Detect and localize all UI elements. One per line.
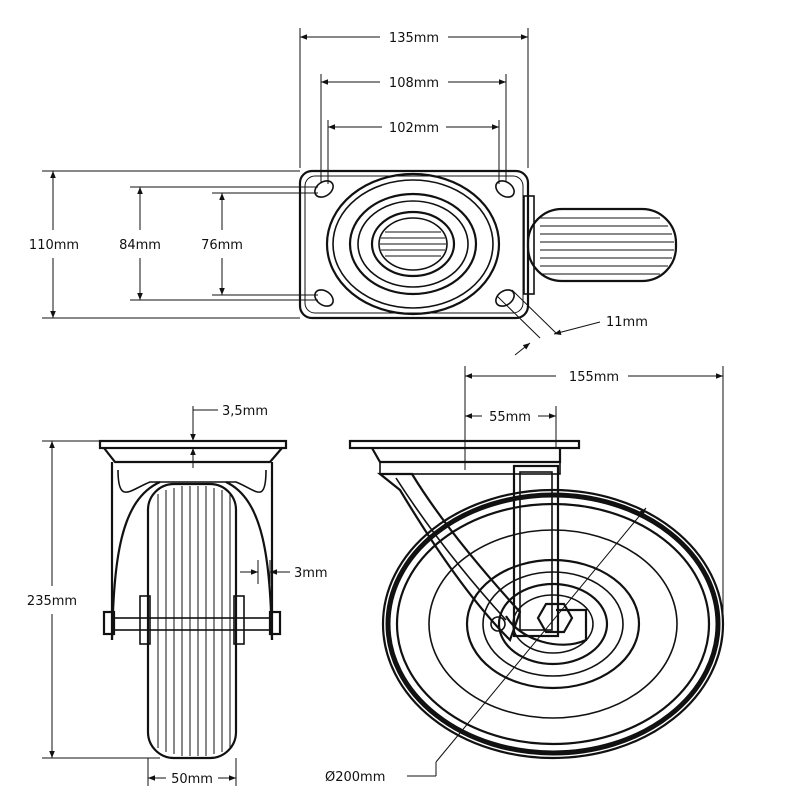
dim-offset: 55mm [465, 406, 557, 448]
dim-wheel-width: 50mm [147, 758, 237, 787]
dim-label-hole-vertical-inner: 76mm [201, 238, 243, 253]
swivel-race [325, 172, 501, 316]
dim-plate-width: 135mm [299, 28, 529, 168]
front-mounting-plate [98, 439, 288, 450]
front-view: 3,5mm 3mm 235mm 50mm [27, 404, 328, 787]
dim-label-hole-inner: 102mm [389, 121, 439, 136]
dim-hole-outer: 108mm [320, 74, 507, 182]
dim-label-hole-diameter: 11mm [606, 315, 648, 330]
dim-label-hole-vertical-outer: 84mm [119, 238, 161, 253]
dim-plate-height: 110mm [29, 170, 300, 319]
side-axle-nut [536, 602, 574, 634]
top-view: 135mm 108mm 102mm 110mm [29, 28, 678, 356]
dim-hole-vertical-inner: 76mm [201, 192, 318, 296]
dim-label-plate-height: 110mm [29, 238, 79, 253]
dim-label-plate-width: 135mm [389, 31, 439, 46]
dim-label-hole-outer: 108mm [389, 76, 439, 91]
side-fork-arm [376, 472, 522, 643]
side-fork-bracket [512, 464, 560, 638]
dim-wheel-diameter: Ø200mm [325, 507, 647, 785]
dim-label-plate-thickness: 3,5mm [222, 404, 268, 419]
dim-hole-vertical-outer: 84mm [119, 186, 318, 301]
front-wheel [146, 482, 238, 760]
dim-label-total-length: 155mm [569, 370, 619, 385]
bolt-holes [314, 180, 515, 307]
dim-hole-inner: 102mm [327, 120, 500, 184]
dim-total-height: 235mm [27, 440, 160, 759]
dim-fork-thickness: 3mm [240, 560, 328, 584]
dim-label-total-height: 235mm [27, 594, 77, 609]
dim-hole-diameter: 11mm [496, 289, 648, 356]
dim-label-wheel-width: 50mm [171, 772, 213, 787]
dim-label-offset: 55mm [489, 410, 531, 425]
side-view: 155mm 55mm Ø200mm [325, 366, 725, 785]
side-wheel [381, 488, 725, 760]
wheel-top [523, 195, 678, 295]
dim-label-wheel-diameter: Ø200mm [325, 770, 385, 785]
front-tread [157, 486, 231, 756]
dim-label-fork-thickness: 3mm [294, 566, 328, 581]
dim-plate-thickness: 3,5mm [190, 404, 268, 468]
dim-total-length: 155mm [464, 366, 724, 620]
